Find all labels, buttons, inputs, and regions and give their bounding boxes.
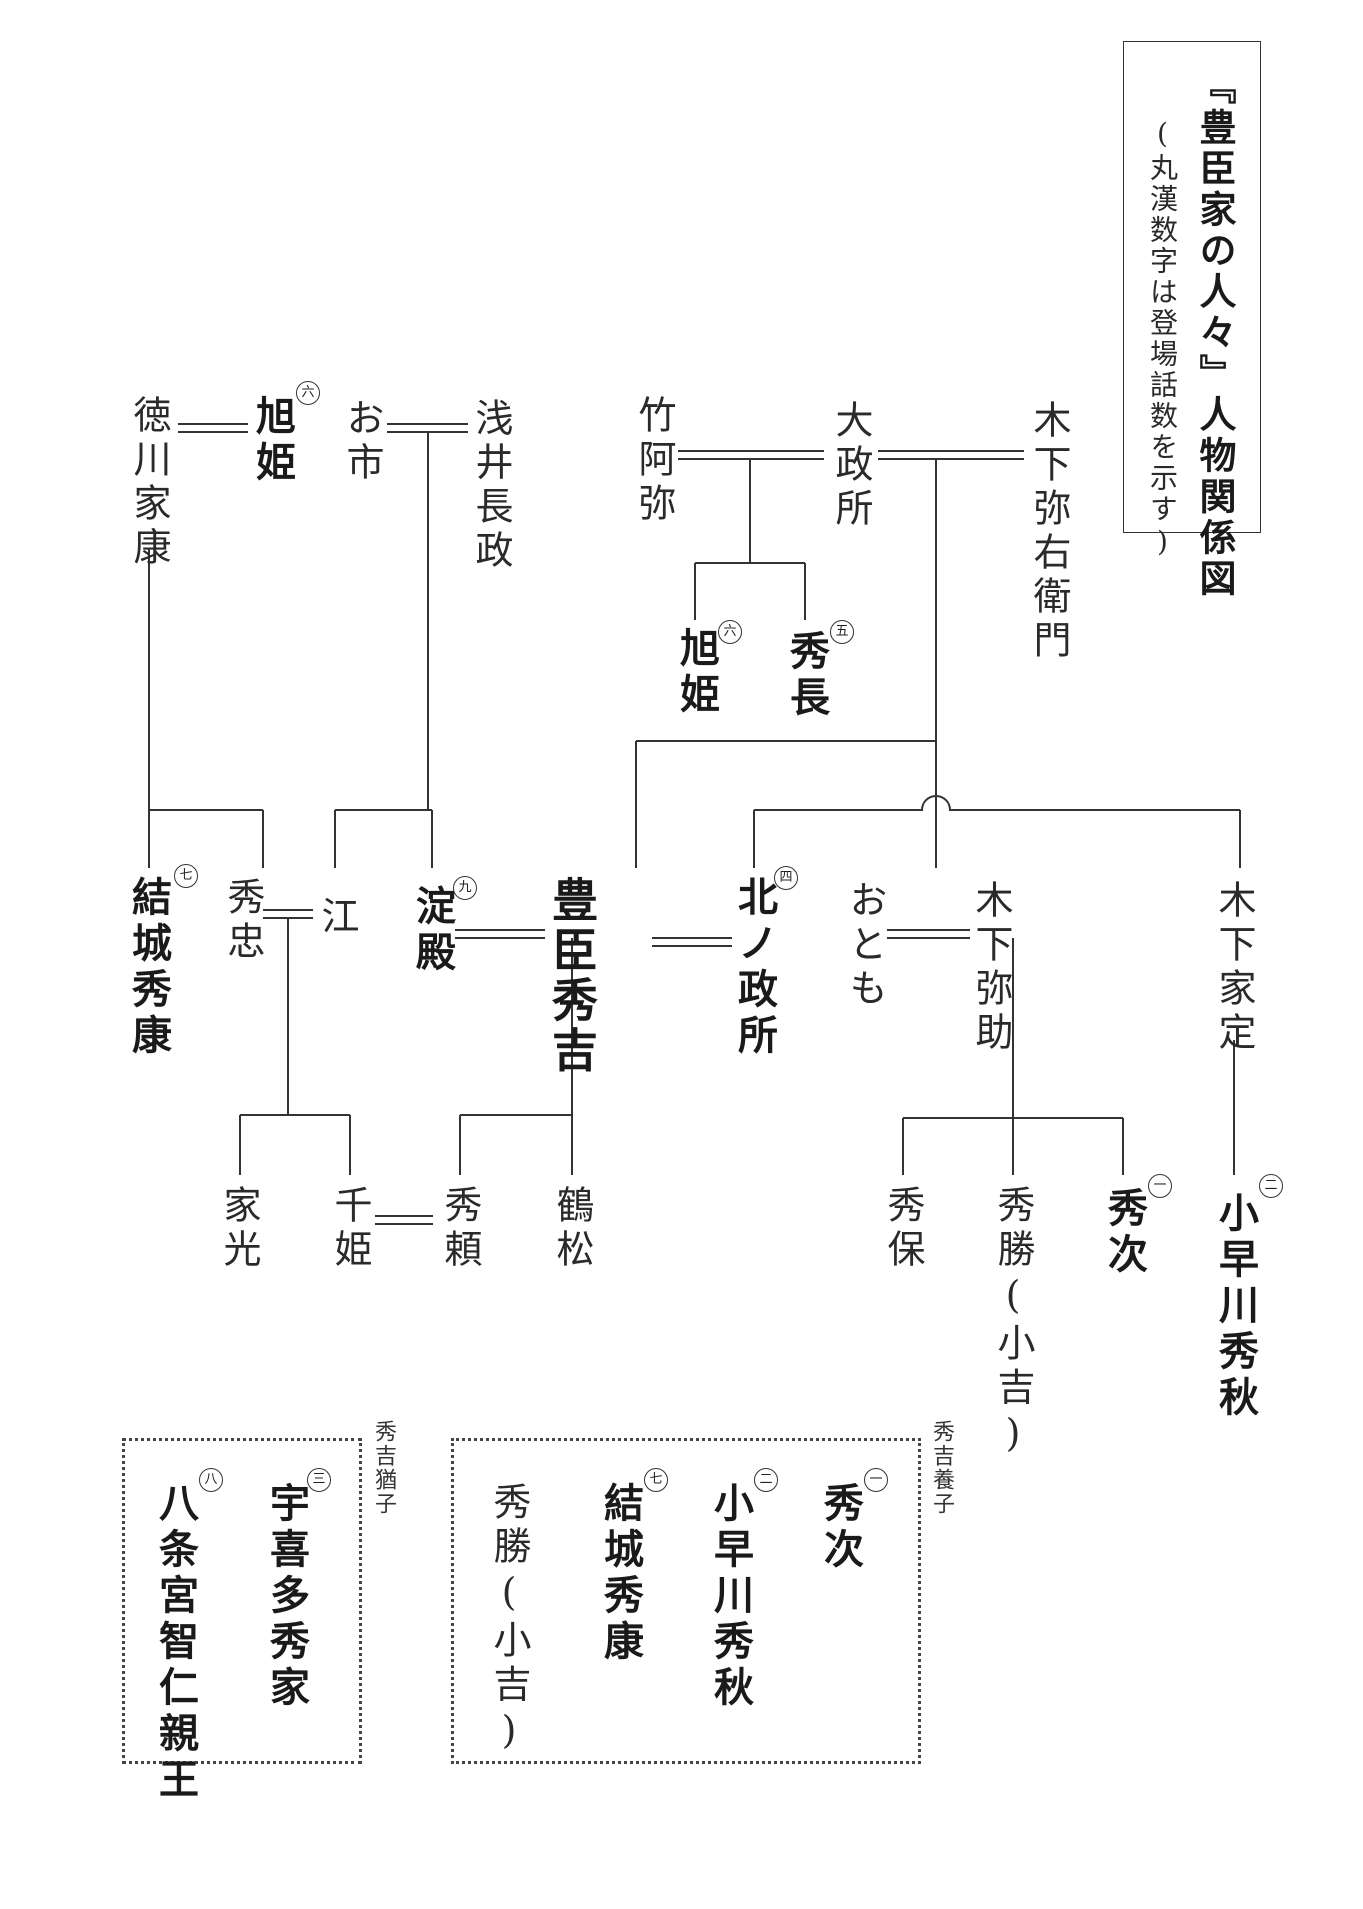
episode-badge: 七 <box>174 864 198 888</box>
descent-yasuke <box>902 938 1124 1175</box>
episode-badge: 二 <box>754 1468 778 1492</box>
person-azai-nagamasa: 浅井長政 <box>469 398 513 574</box>
episode-badge: 七 <box>644 1468 668 1492</box>
descent-ieyasu <box>148 548 264 868</box>
person-hidetada: 秀忠 <box>221 877 265 965</box>
marriage-takeamiya-omandokoro <box>678 450 824 460</box>
episode-badge: 五 <box>830 620 854 644</box>
episode-badge: 六 <box>296 381 320 405</box>
descent-kinoshita-siblings <box>753 795 1241 868</box>
episode-badge: 六 <box>718 620 742 644</box>
yoshi-member-hidetsugu: 秀次 <box>817 1482 863 1574</box>
marriage-hideyoshi-kitanomandokoro <box>652 937 732 947</box>
person-kinoshita-yasuke: 木下弥助 <box>969 880 1013 1056</box>
person-hidetsugu: 秀次 <box>1101 1187 1147 1279</box>
person-tsurumatsu: 鶴松 <box>550 1185 594 1273</box>
person-go: 江 <box>315 896 359 940</box>
descent-azai <box>334 432 433 868</box>
yushi-box-label: 秀吉猶子 <box>371 1420 396 1516</box>
descent-hideyoshi <box>459 938 573 1175</box>
episode-badge: 八 <box>199 1468 223 1492</box>
descent-yaemon <box>635 459 937 868</box>
yoshi-member-yuki-hideyasu: 結城秀康 <box>597 1482 643 1666</box>
person-takeamiya: 竹阿弥 <box>632 395 676 527</box>
episode-badge: 一 <box>864 1468 888 1492</box>
person-iemitsu: 家光 <box>217 1185 261 1273</box>
descent-hidetada <box>239 918 351 1175</box>
person-tokugawa-ieyasu: 徳川家康 <box>127 395 171 571</box>
person-yuki-hideyasu: 結城秀康 <box>125 876 171 1060</box>
yoshi-box <box>451 1438 921 1764</box>
person-oichi: お市 <box>340 398 384 486</box>
marriage-omandokoro-yaemon <box>878 450 1024 460</box>
diagram-subtitle: (丸漢数字は登場話数を示す) <box>1146 117 1179 561</box>
person-hidenaga: 秀長 <box>783 630 829 722</box>
marriage-ieyasu-asahihime <box>178 423 248 433</box>
person-hideyasu: 秀保 <box>881 1185 925 1273</box>
yoshi-member-kobayakawa-hideaki: 小早川秀秋 <box>707 1482 753 1712</box>
marriage-hidetada-go <box>263 909 313 919</box>
person-kita-no-mandokoro: 北ノ政所 <box>731 876 777 1060</box>
yoshi-member-hidekatsu: 秀勝(小吉) <box>487 1482 531 1758</box>
person-otomo: おとも <box>843 880 887 1012</box>
marriage-otomo-yasuke <box>887 929 970 939</box>
person-senhime: 千姫 <box>328 1185 372 1273</box>
episode-badge: 三 <box>307 1468 331 1492</box>
episode-badge: 九 <box>453 876 477 900</box>
person-hidekatsu: 秀勝(小吉) <box>991 1185 1035 1461</box>
person-asahihime-wife: 旭姫 <box>249 395 295 487</box>
person-asahihime: 旭姫 <box>673 627 719 719</box>
episode-badge: 二 <box>1259 1174 1283 1198</box>
yoshi-box-label: 秀吉養子 <box>929 1420 954 1516</box>
person-kinoshita-yaemon: 木下弥右衛門 <box>1027 400 1071 664</box>
yushi-member-ukita-hideie: 宇喜多秀家 <box>263 1482 309 1712</box>
episode-badge: 一 <box>1148 1174 1172 1198</box>
person-omandokoro: 大政所 <box>829 400 873 532</box>
person-yodo-dono: 淀殿 <box>409 885 455 977</box>
title-box <box>1123 41 1261 533</box>
descent-takeamiya <box>694 459 806 620</box>
person-kobayakawa-hideaki: 小早川秀秋 <box>1212 1192 1258 1422</box>
person-toyotomi-hideyoshi: 豊臣秀吉 <box>545 876 599 1076</box>
diagram-title: 『豊臣家の人々』人物関係図 <box>1193 67 1236 600</box>
person-hideyori: 秀頼 <box>438 1185 482 1273</box>
yushi-box <box>122 1438 362 1764</box>
marriage-oichi-nagamasa <box>387 423 468 433</box>
marriage-yodo-hideyoshi <box>455 929 545 939</box>
person-kinoshita-iesada: 木下家定 <box>1212 880 1256 1056</box>
episode-badge: 四 <box>774 866 798 890</box>
marriage-senhime-hideyori <box>375 1215 433 1225</box>
yushi-member-hachijonomiya: 八条宮智仁親王 <box>152 1482 198 1804</box>
